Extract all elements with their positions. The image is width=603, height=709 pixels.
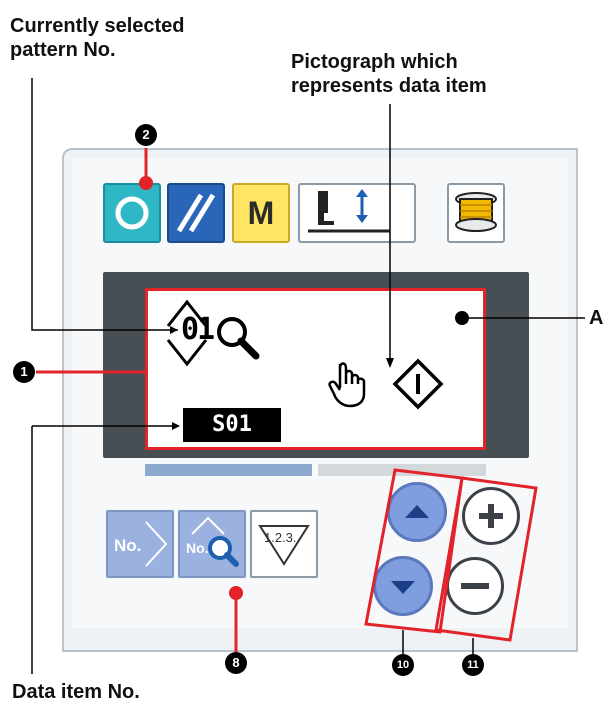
pattern-no-key-label: No. <box>114 536 142 555</box>
presser-foot-key[interactable] <box>298 183 416 243</box>
pattern-no-icon <box>145 521 168 567</box>
pattern-number: 01 <box>181 312 215 347</box>
start-diamond-icon <box>392 358 444 410</box>
pattern-search-diamond-icon <box>191 516 239 567</box>
reset-key[interactable] <box>167 183 225 243</box>
badge-1: 1 <box>13 361 35 383</box>
badge-11: 11 <box>462 654 484 676</box>
bobbin-winder-key[interactable] <box>447 183 505 243</box>
pattern-search-key[interactable]: No. <box>178 510 246 578</box>
callout-pattern-no-line1: Currently selected <box>10 15 185 37</box>
callout-pattern-no: Currently selected pattern No. <box>10 14 185 62</box>
pattern-no-key[interactable]: No. <box>106 510 174 578</box>
pattern-search-key-label: No. <box>186 540 209 556</box>
callout-pictograph-line2: represents data item <box>291 75 487 97</box>
down-arrow-icon <box>391 581 415 594</box>
down-button[interactable] <box>373 556 433 616</box>
plusminus-highlight <box>434 476 538 642</box>
test-key-label: 1.2.3.. <box>264 530 301 545</box>
data-item-arrowhead <box>172 422 180 430</box>
pattern-no-arrowhead <box>170 326 178 334</box>
bobbin-winder-icon <box>455 192 497 232</box>
mode-key-label: M <box>247 194 275 231</box>
magnifier-icon <box>217 317 260 360</box>
minus-icon <box>461 583 489 589</box>
data-item-number: S01 <box>183 408 281 442</box>
ready-key-marker <box>139 176 153 190</box>
callout-pattern-no-line2: pattern No. <box>10 39 116 61</box>
plus-button[interactable] <box>462 487 520 545</box>
badge-10: 10 <box>392 654 414 676</box>
test-triangle-icon <box>258 525 310 566</box>
callout-pictograph-line1: Pictograph which <box>291 51 458 73</box>
ready-key[interactable] <box>103 183 161 243</box>
pictograph-arrowhead <box>386 358 394 368</box>
indicator-bar-left <box>145 464 312 476</box>
pattern-no-leader <box>31 78 178 331</box>
pattern-select-diamond-icon <box>166 299 208 367</box>
updown-highlight <box>364 468 464 634</box>
callout-area-a: A <box>589 307 603 329</box>
plus-icon <box>479 504 503 528</box>
callout-pictograph: Pictograph which represents data item <box>291 50 487 98</box>
minus-button[interactable] <box>446 557 504 615</box>
up-arrow-icon <box>405 505 429 518</box>
presser-foot-icon <box>308 189 390 233</box>
badge-2: 2 <box>135 124 157 146</box>
hand-icon <box>328 362 366 408</box>
mode-key[interactable]: M <box>232 183 290 243</box>
reset-icon <box>176 193 216 233</box>
callout-data-item-no: Data item No. <box>12 681 140 703</box>
ready-icon <box>115 196 149 230</box>
badge-8: 8 <box>225 652 247 674</box>
test-key[interactable]: 1.2.3.. <box>250 510 318 578</box>
